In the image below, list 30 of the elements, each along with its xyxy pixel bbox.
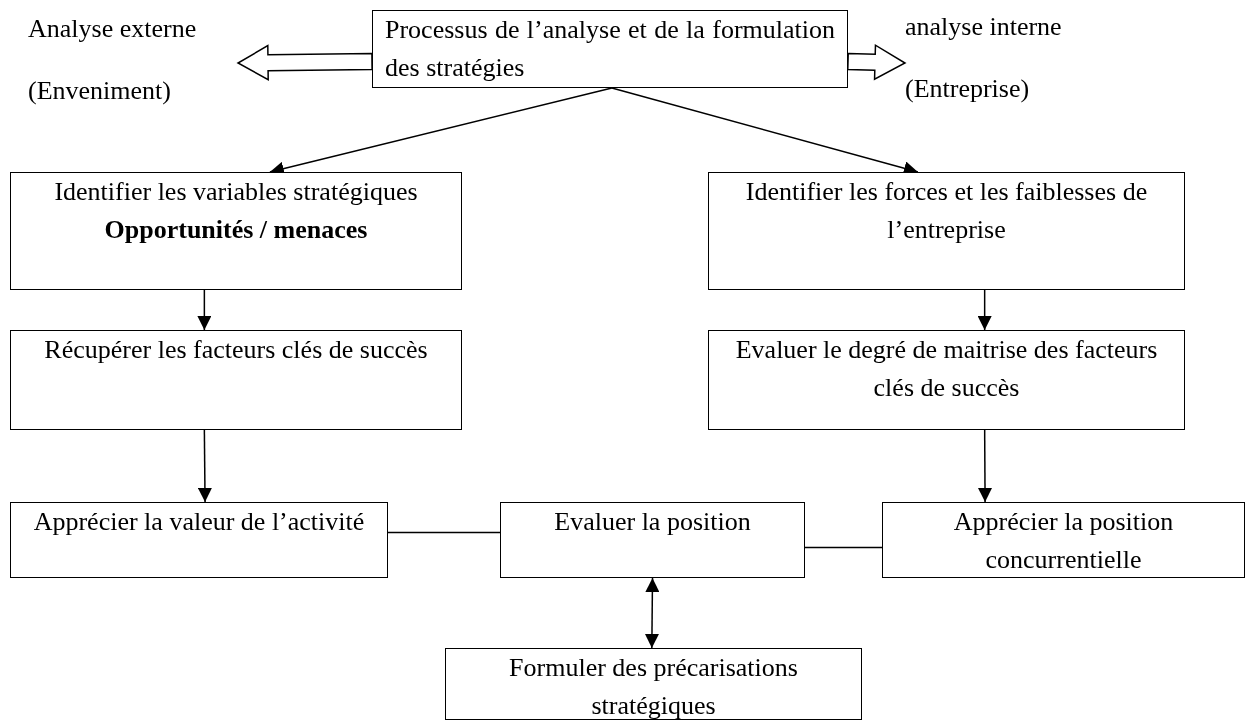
process-box	[500, 502, 805, 578]
block-arrow	[236, 44, 373, 81]
box-text: Processus de l’analyse et de la formulation des stratégies	[385, 14, 835, 84]
process-box	[445, 648, 862, 720]
process-box	[10, 172, 462, 290]
box-text: Apprécier la position concurrentielle	[952, 506, 1175, 576]
arrow	[977, 289, 992, 331]
box-text: Récupérer les facteurs clés de succès	[44, 334, 428, 366]
box-text: Opportunités / menaces	[104, 214, 368, 246]
box-text: Identifier les forces et les faiblesses de l’entreprise	[744, 176, 1149, 246]
process-box	[708, 172, 1185, 290]
arrow	[978, 429, 992, 503]
box-text: Identifier les variables stratégiques	[54, 176, 418, 208]
arrow	[197, 429, 212, 503]
side-label: (Entreprise)	[905, 73, 1031, 105]
process-box	[10, 502, 388, 578]
side-label: (Enveniment)	[28, 75, 172, 107]
process-box	[882, 502, 1245, 578]
box-text: Formuler des précarisations stratégiques	[508, 652, 799, 720]
side-label: Analyse externe	[28, 13, 198, 45]
process-box	[372, 10, 848, 88]
process-box	[708, 330, 1185, 430]
side-label: analyse interne	[905, 11, 1063, 43]
arrow	[197, 289, 212, 331]
block-arrow	[847, 43, 907, 81]
box-text: Evaluer la position	[554, 506, 751, 538]
box-text: Evaluer le degré de maitrise des facteurs clés de succès	[734, 334, 1159, 404]
arrow	[644, 577, 660, 649]
process-box	[10, 330, 462, 430]
box-text: Apprécier la valeur de l’activité	[33, 506, 365, 538]
